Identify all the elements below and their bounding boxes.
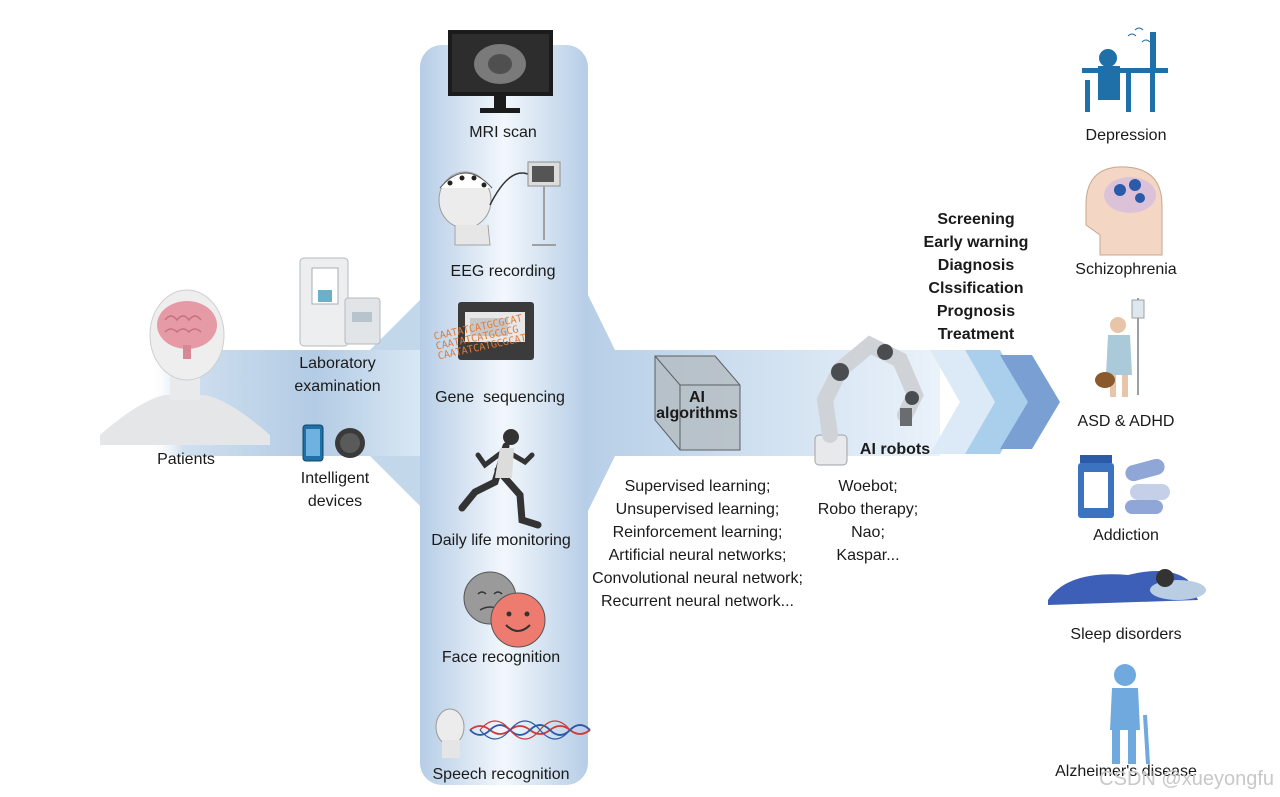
robot-arm-icon — [814, 335, 924, 466]
ai-method-item: Artificial neural networks; — [608, 547, 787, 564]
application-item: Prognosis — [936, 303, 1016, 320]
devices-label-line2: devices — [307, 493, 363, 510]
patient-head-icon — [100, 289, 270, 445]
running-person-icon — [458, 429, 542, 529]
ai-method-item: Unsupervised learning; — [615, 501, 780, 518]
patients-label: Patients — [157, 451, 215, 468]
alzheimers-icon — [1110, 664, 1150, 765]
disorder-label-asd-adhd: ASD & ADHD — [1077, 413, 1175, 430]
ai-method-item: Convolutional neural network; — [592, 570, 803, 587]
source-label-eeg: EEG recording — [450, 263, 556, 280]
lab-exam-label-line2: examination — [294, 378, 381, 395]
disorder-label-addiction: Addiction — [1093, 527, 1159, 544]
ai-box-label-line2: algorithms — [656, 405, 738, 422]
lab-machine-icon — [299, 257, 381, 347]
robot-item: Robo therapy; — [817, 501, 919, 518]
chevron-arrows — [930, 350, 1060, 454]
application-item: Treatment — [937, 326, 1015, 343]
lab-exam-label-line1: Laboratory — [299, 355, 376, 372]
data-source-column — [420, 45, 588, 785]
depression-icon — [1082, 27, 1168, 112]
mri-monitor-icon — [448, 30, 553, 113]
ai-methods-list: Supervised learning; Unsupervised learni… — [585, 475, 810, 613]
ai-robots-list: Woebot; Robo therapy; Nao; Kaspar... — [812, 475, 924, 567]
ai-method-item: Reinforcement learning; — [612, 524, 783, 541]
source-label-speech: Speech recognition — [432, 766, 570, 783]
application-item: Diagnosis — [937, 257, 1015, 274]
ai-method-item: Recurrent neural network... — [601, 593, 794, 610]
disorder-label-alzheimers: Alzheimer's disease — [1055, 763, 1197, 780]
ai-box-label-line1: AI — [689, 389, 705, 406]
speech-wave-icon — [435, 708, 591, 758]
watermark: CSDN @xueyongfu — [1099, 768, 1274, 790]
right-flow-band — [588, 295, 940, 511]
robot-item: Woebot; — [838, 478, 898, 495]
robot-item: Nao; — [851, 524, 885, 541]
robot-item: Kaspar... — [836, 547, 900, 564]
addiction-pills-icon — [1078, 455, 1170, 518]
sleep-disorders-icon — [1048, 569, 1206, 605]
disorder-label-depression: Depression — [1085, 127, 1167, 144]
applications-list: Screening Early warning Diagnosis Clssif… — [916, 208, 1036, 346]
source-label-daily: Daily life monitoring — [431, 532, 571, 549]
ai-cube-icon — [654, 355, 741, 451]
ai-method-item: Supervised learning; — [624, 478, 771, 495]
disorder-label-sleep: Sleep disorders — [1070, 626, 1182, 643]
face-recognition-icon — [463, 571, 546, 648]
application-item: Screening — [937, 211, 1015, 228]
schizophrenia-icon — [1085, 166, 1163, 256]
smart-devices-icon — [302, 424, 365, 462]
application-item: Early warning — [923, 234, 1029, 251]
devices-label-line1: Intelligent — [300, 470, 370, 487]
source-label-mri: MRI scan — [469, 124, 537, 141]
source-label-face: Face recognition — [441, 649, 561, 666]
asd-adhd-icon — [1095, 298, 1145, 397]
source-label-gene: Gene sequencing — [435, 389, 565, 406]
disorder-label-schizophrenia: Schizophrenia — [1075, 261, 1177, 278]
application-item: Clssification — [928, 280, 1024, 297]
gene-sequencer-icon — [458, 302, 534, 360]
eeg-equipment-icon — [438, 161, 561, 246]
ai-robots-title: AI robots — [859, 441, 931, 458]
